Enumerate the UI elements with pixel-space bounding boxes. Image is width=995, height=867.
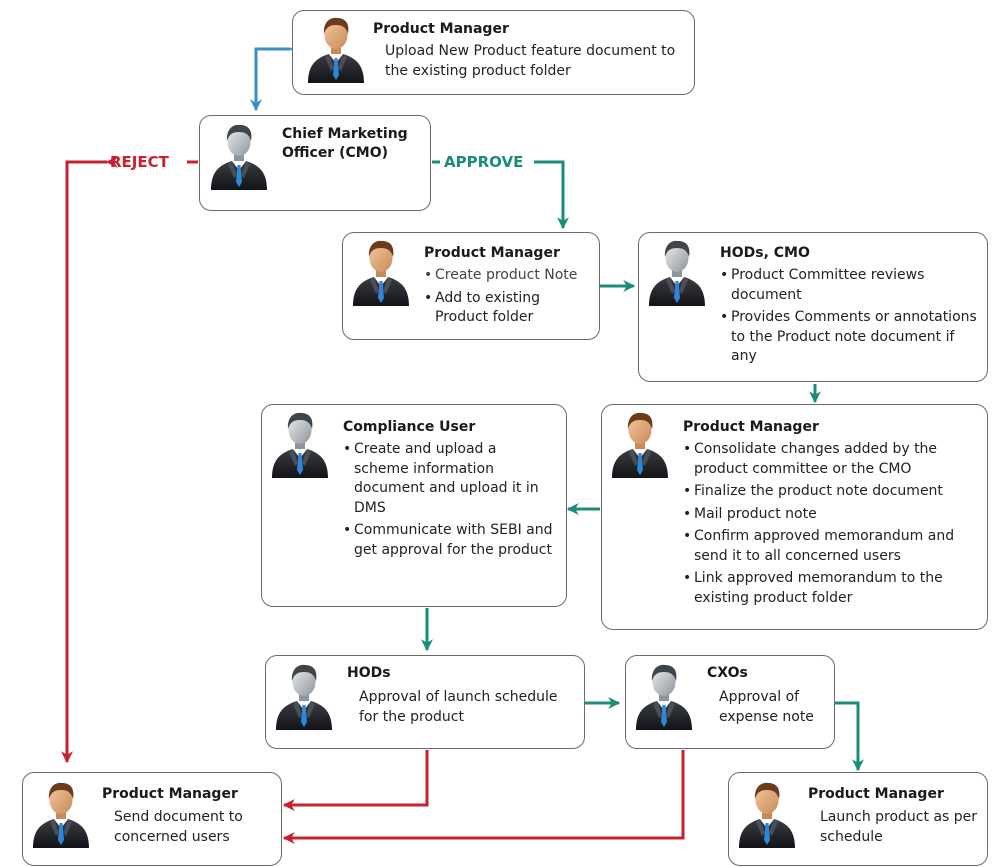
bullet-item: Consolidate changes added by the product… (683, 440, 983, 479)
node-bullets: Create and upload a scheme information d… (343, 440, 553, 563)
node-bullets: Create product Note Add to existing Prod… (424, 266, 594, 331)
executive-avatar-icon (646, 236, 708, 306)
node-role: Product Manager (808, 786, 944, 802)
bullet-item: Mail product note (683, 505, 983, 525)
node-text: Launch product as per schedule (820, 809, 978, 845)
node-bullets: Product Committee reviews document Provi… (720, 266, 982, 370)
bullet-item: Create product Note (424, 266, 594, 286)
node-role: HODs, CMO (720, 245, 810, 261)
connector-cxos-to-launch (835, 701, 864, 772)
bullet-item: Finalize the product note document (683, 482, 983, 502)
approve-label: APPROVE (444, 153, 524, 171)
executive-avatar-icon (633, 660, 695, 730)
bullet-item: Communicate with SEBI and get approval f… (343, 521, 553, 560)
node-role: Product Manager (373, 21, 509, 37)
bullet-item: Provides Comments or annotations to the … (720, 308, 982, 367)
manager-avatar-icon (609, 408, 671, 478)
reject-label: REJECT (110, 153, 169, 171)
bullet-item: Product Committee reviews document (720, 266, 982, 305)
manager-avatar-icon (736, 778, 798, 848)
connector-cxos-to-send (282, 750, 685, 844)
connector-hods-to-send (282, 750, 429, 811)
manager-avatar-icon (30, 778, 92, 848)
node-text: Send document to concerned users (114, 809, 243, 845)
node-role: Product Manager (683, 419, 819, 435)
bullet-item: Confirm approved memorandum and send it … (683, 527, 983, 566)
node-hods (265, 655, 585, 749)
bullet-item: Add to existing Product folder (424, 289, 594, 328)
executive-avatar-icon (208, 120, 270, 190)
node-role: Product Manager (424, 245, 560, 261)
node-role: Chief Marketing Officer (CMO) (282, 126, 408, 161)
node-text: Approval of launch schedule for the prod… (359, 689, 558, 725)
manager-avatar-icon (350, 236, 412, 306)
connector-approve (534, 160, 569, 230)
bullet-item: Create and upload a scheme information d… (343, 440, 553, 518)
node-bullets: Consolidate changes added by the product… (683, 440, 983, 611)
connector-reject (61, 156, 118, 764)
connector-upload-to-cmo (250, 43, 301, 112)
node-role: HODs (347, 665, 391, 681)
node-text: Upload New Product feature document to t… (385, 43, 676, 79)
node-text: Approval of expense note (719, 689, 814, 725)
node-role: Compliance User (343, 419, 476, 435)
node-role: Product Manager (102, 786, 238, 802)
executive-avatar-icon (269, 408, 331, 478)
manager-avatar-icon (305, 13, 367, 83)
node-role: CXOs (707, 665, 748, 681)
bullet-item: Link approved memorandum to the existing… (683, 569, 983, 608)
executive-avatar-icon (273, 660, 335, 730)
